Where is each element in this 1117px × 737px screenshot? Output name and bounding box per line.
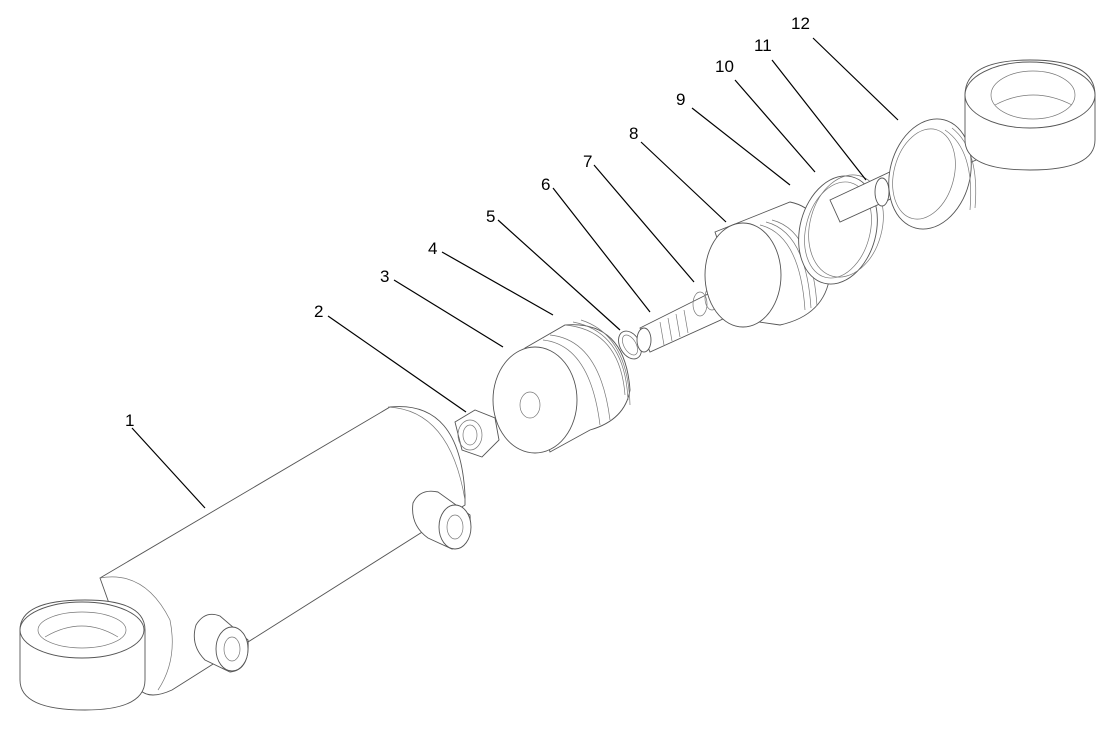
- callout-number: 2: [314, 302, 324, 321]
- cylinder-barrel: [19, 406, 472, 711]
- callout-number: 10: [715, 57, 734, 76]
- rod-wiper: [888, 118, 977, 230]
- leader-line: [812, 37, 899, 121]
- leader-line: [640, 141, 727, 223]
- hex-nut: [454, 409, 500, 458]
- leader-line: [552, 187, 651, 313]
- leader-line: [441, 251, 554, 316]
- leader-line: [327, 315, 467, 413]
- callout-number: 3: [380, 267, 390, 286]
- rod-eye: [964, 59, 1096, 171]
- gland: [492, 319, 631, 454]
- leader-line: [497, 219, 621, 331]
- callout-number: 4: [428, 239, 438, 258]
- leader-line: [734, 79, 816, 173]
- leader-line: [593, 164, 695, 283]
- leader-line: [131, 427, 206, 509]
- callout-number: 7: [583, 152, 593, 171]
- callout-number: 5: [486, 207, 496, 226]
- leader-line: [393, 279, 504, 348]
- callout-number: 6: [541, 175, 551, 194]
- callout-number: 12: [791, 14, 810, 33]
- leader-lines: [131, 37, 899, 509]
- callout-number: 1: [125, 411, 135, 430]
- callout-number: 11: [754, 36, 772, 55]
- leader-line: [771, 59, 867, 181]
- leader-line: [691, 107, 791, 186]
- callout-number: 9: [676, 90, 686, 109]
- callout-number: 8: [629, 124, 639, 143]
